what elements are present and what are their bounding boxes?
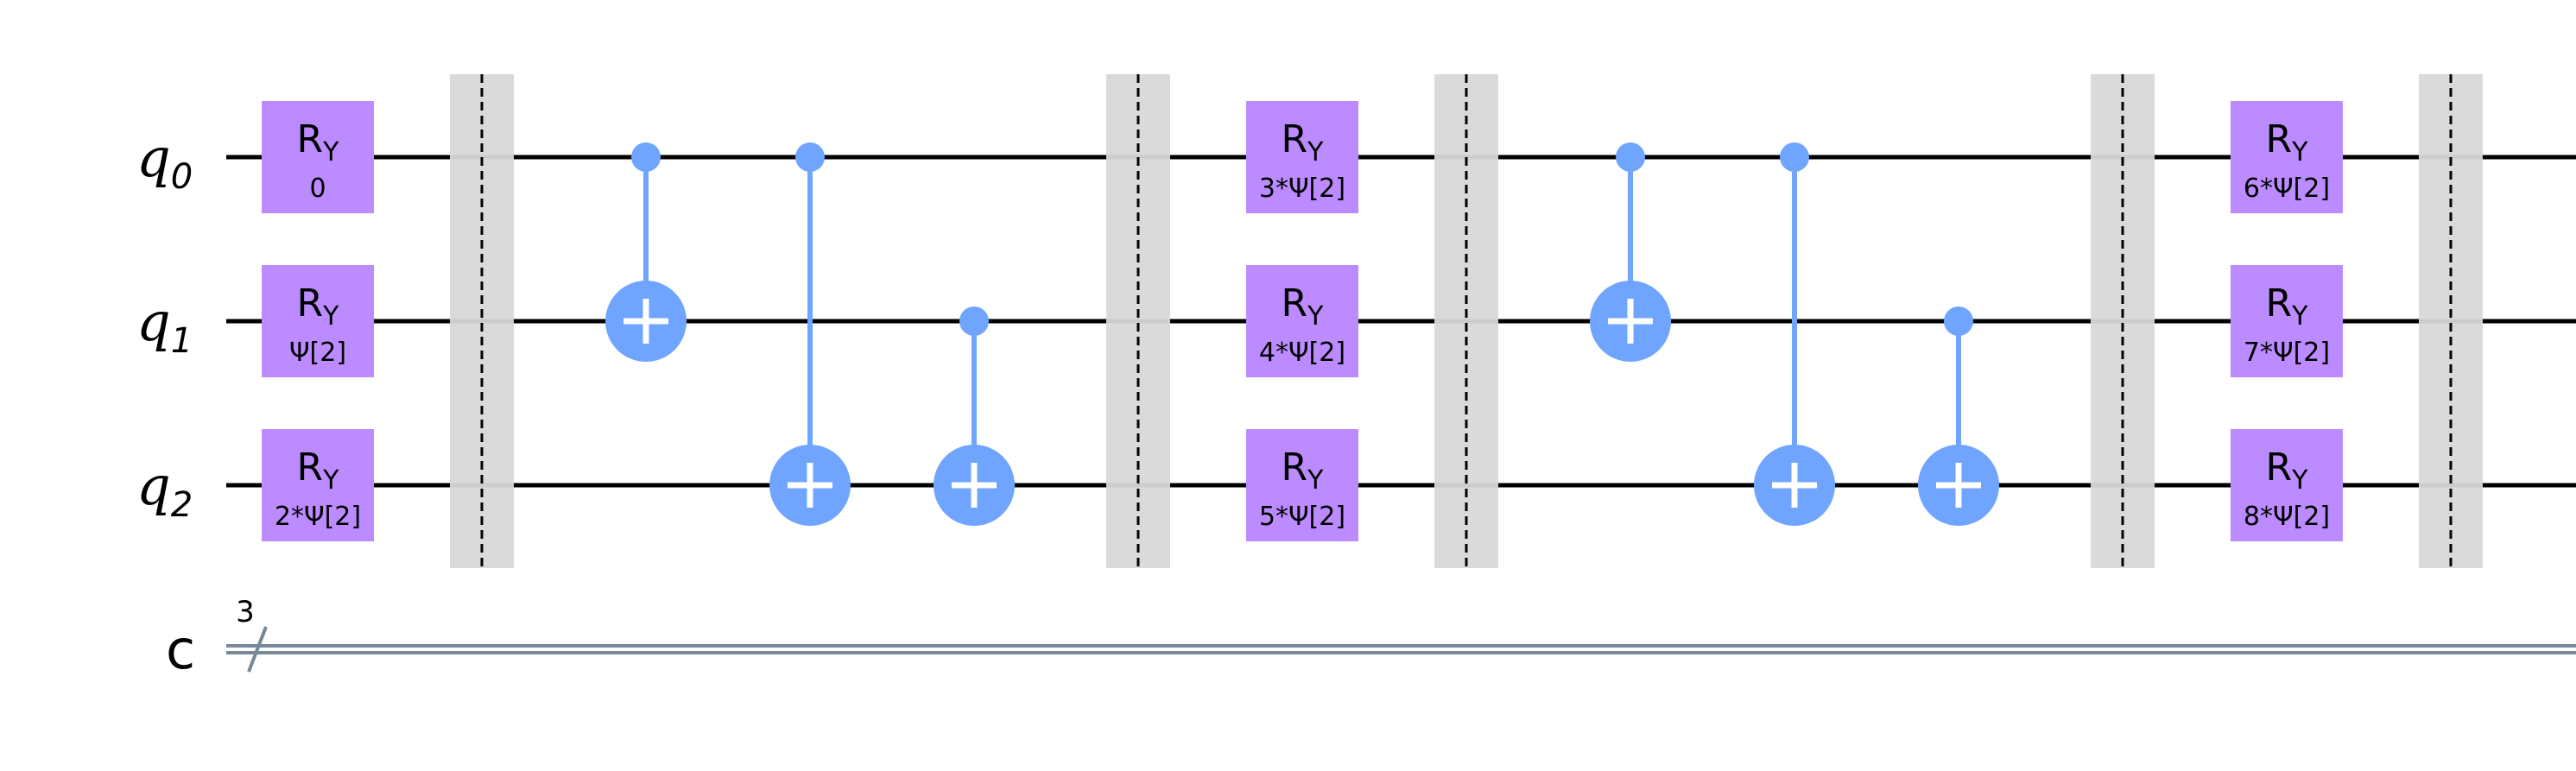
ry-gate: RY 7*Ψ[2] — [2231, 265, 2343, 377]
barrier-band — [2419, 74, 2483, 568]
ry-gate-param: 8*Ψ[2] — [2244, 502, 2330, 532]
barrier — [450, 74, 514, 568]
qubit-label-1: q1 — [136, 290, 193, 361]
ry-gate-box — [1246, 101, 1358, 213]
barrier — [2091, 74, 2155, 568]
ry-gate-box — [262, 101, 374, 213]
ry-gate-box — [2231, 265, 2343, 377]
cnot-gate — [1590, 142, 1671, 362]
ry-gate-param: 7*Ψ[2] — [2244, 338, 2330, 368]
cnot-gate — [605, 142, 687, 362]
barrier-band — [1106, 74, 1170, 568]
barrier — [2419, 74, 2483, 568]
ry-gate-param: 3*Ψ[2] — [1259, 174, 1345, 204]
control-dot — [795, 142, 825, 172]
cnot-gate — [1754, 142, 1835, 526]
register-labels: 3 q0 q1 q2 c — [136, 126, 255, 681]
classical-register-label: c — [166, 618, 195, 681]
ry-gate-name: RY — [1282, 117, 1325, 167]
ry-gate-param: 5*Ψ[2] — [1259, 502, 1345, 532]
qubit-label-2: q2 — [136, 454, 193, 525]
ry-gate-box — [1246, 429, 1358, 541]
ry-gate: RY2*Ψ[2] — [262, 429, 374, 541]
ry-gate: RY6*Ψ[2] — [2231, 101, 2343, 213]
barrier-band — [450, 74, 514, 568]
control-dot — [959, 307, 989, 336]
ry-gate-box — [2231, 101, 2343, 213]
ry-gate-param: 6*Ψ[2] — [2244, 174, 2330, 204]
classical-bundle-slash — [247, 626, 268, 673]
cnot-gate — [1918, 307, 1999, 526]
barrier — [1434, 74, 1498, 568]
qubit-label-0: q0 — [136, 126, 193, 197]
cnot-gate — [934, 307, 1015, 526]
ry-gate-box — [262, 265, 374, 377]
control-dot — [1780, 142, 1809, 172]
barrier-band — [1434, 74, 1498, 568]
ry-gate-param: 2*Ψ[2] — [275, 502, 361, 532]
gates-layer: RY0RYΨ[2]RY2*Ψ[2]RY3*Ψ[2]RY4*Ψ[2]RY5*Ψ[2… — [262, 74, 2483, 568]
ry-gate-name: RY — [2266, 281, 2309, 332]
control-dot — [631, 142, 661, 172]
ry-gate-box — [1246, 265, 1358, 377]
ry-gate-box — [2231, 429, 2343, 541]
cnot-gate — [769, 142, 851, 526]
ry-gate: RY0 — [262, 101, 374, 213]
wires-layer — [226, 155, 2576, 673]
ry-gate-param: Ψ[2] — [289, 338, 346, 368]
ry-gate: RY5*Ψ[2] — [1246, 429, 1358, 541]
barrier-band — [2091, 74, 2155, 568]
ry-gate-param: 4*Ψ[2] — [1259, 338, 1345, 368]
ry-gate-param: 0 — [309, 174, 326, 204]
classical-bit-count: 3 — [236, 595, 255, 629]
control-dot — [1616, 142, 1645, 172]
ry-gate: RY 3*Ψ[2] — [1246, 101, 1358, 213]
ry-gate: RYΨ[2] — [262, 265, 374, 377]
ry-gate: RY4*Ψ[2] — [1246, 265, 1358, 377]
ry-gate-box — [262, 429, 374, 541]
ry-gate-name: RY — [2266, 446, 2309, 496]
control-dot — [1944, 307, 1973, 336]
barrier — [1106, 74, 1170, 568]
ry-gate: RY 8*Ψ[2] — [2231, 429, 2343, 541]
